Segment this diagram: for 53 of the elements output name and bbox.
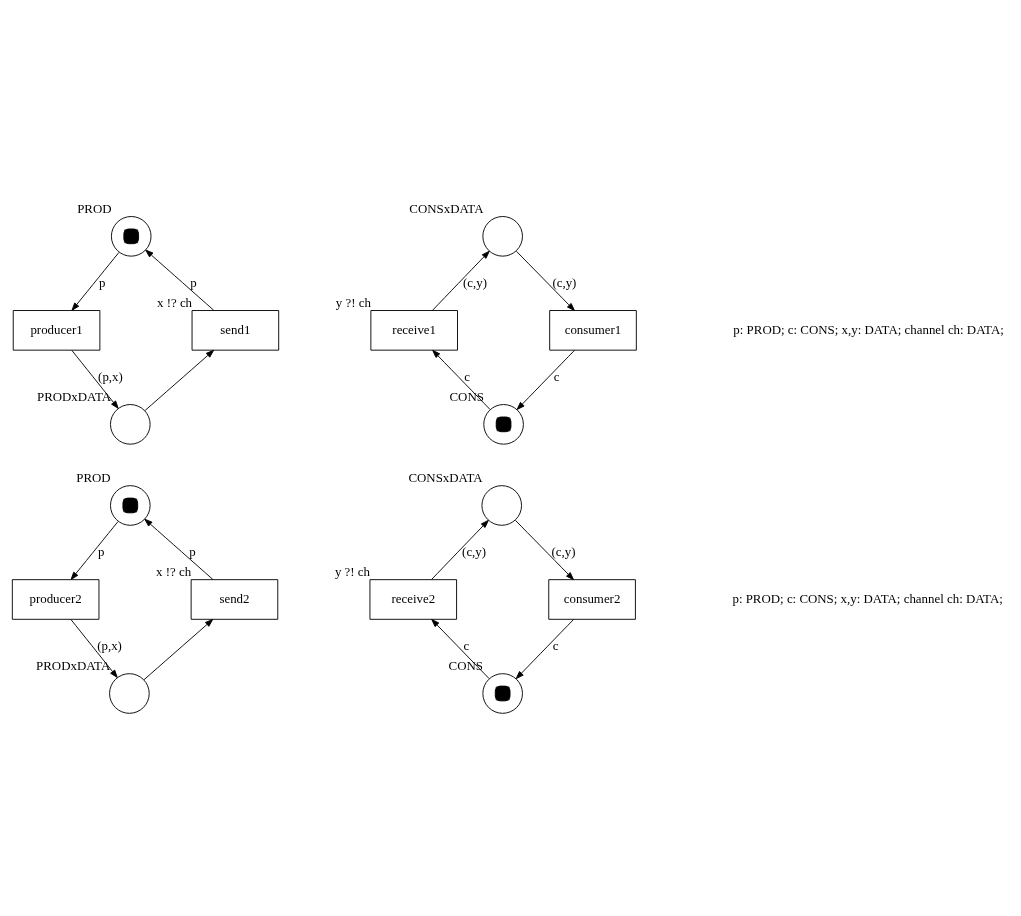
node-label: CONSxDATA (408, 471, 483, 486)
node-circle (110, 404, 151, 445)
node-box: consumer1 (549, 310, 637, 351)
node-box: send1 (191, 310, 280, 351)
edge-label: (c,y) (552, 275, 577, 290)
label: p: PROD; c: CONS; x,y: DATA; channel ch: DATA; (732, 591, 1003, 606)
arrow (145, 249, 215, 311)
node-label: x !? ch (157, 296, 193, 311)
arrow (431, 519, 489, 581)
arrow (516, 349, 575, 410)
edge-label: (p,x) (97, 638, 122, 653)
edge-label: (c,y) (551, 544, 576, 559)
edge-label: p (189, 544, 196, 559)
edge-label: c (552, 638, 559, 653)
edge-label: p (190, 275, 197, 290)
node-label: PRODxDATA (36, 659, 111, 674)
node-label: y ?! ch (335, 296, 371, 311)
arrow (431, 250, 490, 311)
arrow (432, 349, 491, 410)
edge-label: c (463, 638, 470, 653)
node-box: send2 (190, 579, 279, 620)
edge-label: (p,x) (98, 369, 123, 384)
arrow (70, 619, 118, 678)
arrow (515, 250, 575, 311)
node-token (483, 404, 524, 445)
arrow (71, 252, 120, 311)
arrow (144, 349, 215, 412)
edge-label: c (553, 369, 560, 384)
arrow (71, 349, 119, 409)
node-box: receive1 (370, 310, 458, 351)
arrow (70, 521, 119, 580)
edge-label: p (98, 275, 106, 290)
node-box: producer2 (11, 579, 100, 620)
node-box: producer1 (12, 310, 101, 351)
arrow (515, 619, 574, 680)
edge-label: (c,y) (462, 544, 487, 559)
node-label: PROD (77, 202, 112, 217)
label: p: PROD; c: CONS; x,y: DATA; channel ch: DATA; (733, 322, 1004, 337)
edge-label: p (98, 544, 105, 559)
node-box: receive2 (369, 579, 458, 620)
node-box: consumer2 (548, 579, 636, 620)
node-label: x !? ch (156, 565, 192, 580)
edge-label: c (464, 369, 471, 384)
edge-label: (c,y) (463, 275, 488, 290)
node-label: y ?! ch (334, 565, 370, 580)
arrow (143, 619, 214, 681)
node-label: PROD (76, 471, 111, 486)
node-circle (109, 673, 150, 714)
arrow (144, 518, 214, 580)
arrow (431, 619, 490, 680)
node-label: PRODxDATA (36, 390, 112, 405)
arrow (515, 519, 574, 581)
node-label: CONSxDATA (409, 202, 484, 217)
